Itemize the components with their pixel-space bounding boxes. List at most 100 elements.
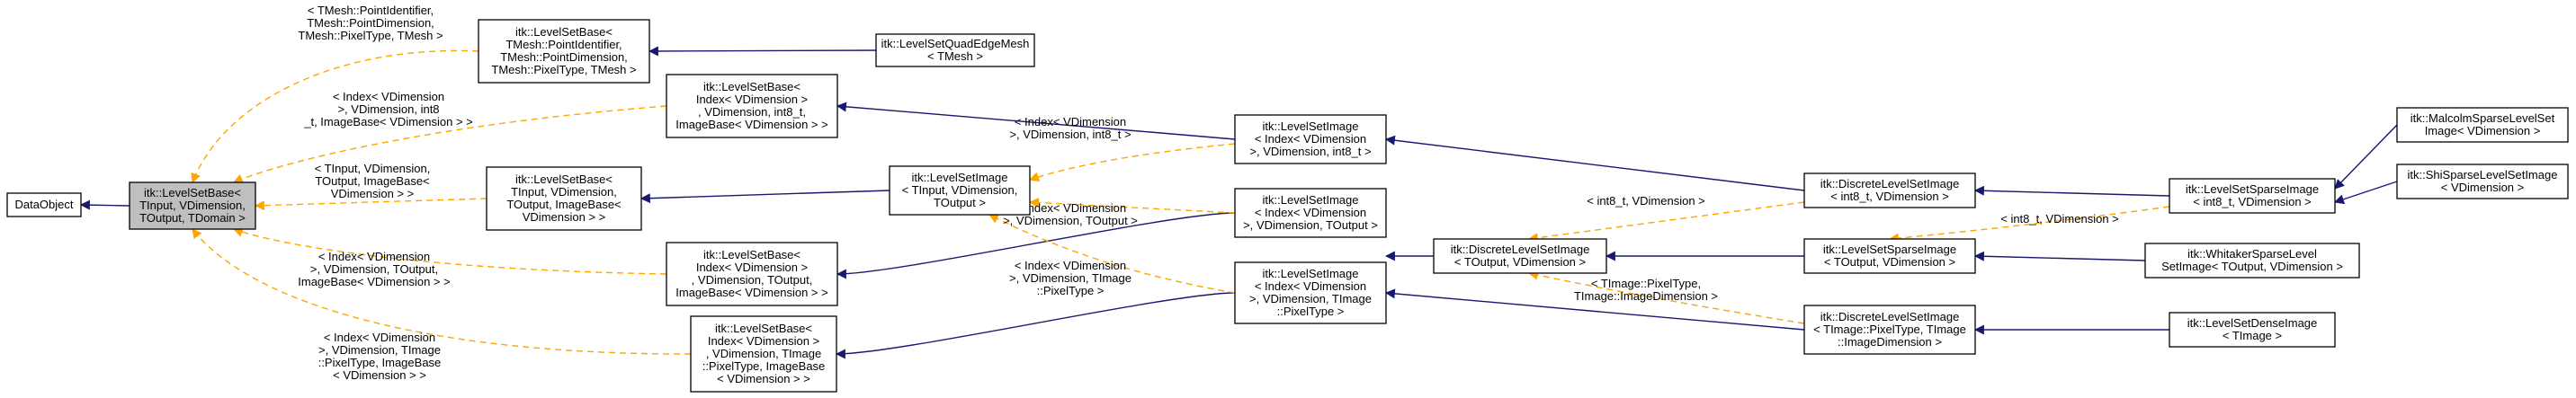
class-node-quadedge[interactable]: itk::LevelSetQuadEdgeMesh< TMesh > [875,33,1035,67]
edge-label-line: < VDimension > > [333,368,426,382]
edge-label-line: < TImage::PixelType, [1591,277,1701,290]
edge-label-lsb_timage: < Index< VDimension>, VDimension, TImage… [318,331,442,382]
class-node-label-line: Image< VDimension > [2425,124,2541,137]
edge-label-line: TMesh::PixelType, TMesh > [298,29,443,42]
class-node-label-line: ::PixelType > [1277,305,1345,318]
class-node-label-line: Index< VDimension > [708,334,819,348]
class-node-label-line: itk::DiscreteLevelSetImage [1820,177,1960,190]
class-node-label-line: DataObject [14,198,73,211]
edge-label-line: TMesh::PointDimension, [307,16,434,30]
class-node-dense[interactable]: itk::LevelSetDenseImage< TImage > [2169,312,2336,348]
class-node-lsb_int8[interactable]: itk::LevelSetBase<Index< VDimension >, V… [666,74,838,138]
edge-label-line: < Index< VDimension [324,331,435,344]
edge-label-line: VDimension > > [331,187,415,200]
edge-levelsetbase-to-dataobject [79,199,130,210]
class-node-box [1803,238,1976,274]
class-node-lsb_mesh[interactable]: itk::LevelSetBase<TMesh::PointIdentifier… [478,19,650,84]
class-node-label-line: ImageBase< VDimension > > [675,286,827,299]
class-node-box [129,181,256,230]
class-node-lsimage_int8[interactable]: itk::LevelSetImage< Index< VDimension>, … [1234,114,1387,164]
class-node-lsimage_timage[interactable]: itk::LevelSetImage< Index< VDimension>, … [1234,261,1387,324]
class-node-label: itk::DiscreteLevelSetImage< int8_t, VDim… [1820,177,1960,203]
class-node-lsimage_toutput[interactable]: itk::LevelSetImage< Index< VDimension>, … [1234,188,1387,238]
class-node-label-line: TMesh::PointIdentifier, [505,38,622,51]
class-node-sparse_int8[interactable]: itk::LevelSetSparseImage< int8_t, VDimen… [2169,178,2336,214]
class-node-label-line: itk::DiscreteLevelSetImage [1820,310,1960,323]
class-node-label: itk::LevelSetImage< TInput, VDimension,T… [902,171,1018,209]
class-node-label-line: Index< VDimension > [696,93,808,106]
class-node-label-line: TOutput, ImageBase< [506,198,621,211]
class-node-label-line: >, VDimension, int8_t > [1249,145,1371,158]
class-node-discrete_timage[interactable]: itk::DiscreteLevelSetImage< TImage::Pixe… [1803,305,1976,355]
class-node-lsimage[interactable]: itk::LevelSetImage< TInput, VDimension,T… [889,165,1031,216]
edge-whitaker-to-sparse [1973,251,2146,261]
class-node-label-line: TInput, VDimension, [511,185,617,199]
class-node-label-line: itk::LevelSetImage [1263,119,1359,133]
class-node-box [2144,243,2360,279]
class-node-discrete_int8[interactable]: itk::DiscreteLevelSetImage< int8_t, VDim… [1803,172,1976,208]
edge-label-line: ::PixelType > [1037,284,1105,297]
class-node-box [486,166,642,231]
class-node-label: itk::LevelSetBase<TInput, VDimension,TOu… [506,172,621,224]
class-node-dataobject[interactable]: DataObject [6,192,82,217]
edge-label-line: >, VDimension, TOutput > [1003,214,1138,227]
class-node-box [2396,164,2569,199]
edges-layer [79,46,2398,359]
class-node-label: itk::LevelSetImage< Index< VDimension>, … [1243,193,1378,232]
edge-discrete_timage-to-lsimage_timage [1384,288,1805,331]
class-node-label-line: itk::WhitakerSparseLevel [2187,247,2317,261]
class-node-label-line: , VDimension, TOutput, [692,273,813,287]
edge-label-line: < TMesh::PointIdentifier, [308,4,434,17]
class-node-box [1234,261,1387,324]
class-node-label-line: < TInput, VDimension, [902,183,1018,197]
class-node-lsb_tinput[interactable]: itk::LevelSetBase<TInput, VDimension,TOu… [486,166,642,231]
class-node-label-line: < Index< VDimension [1255,279,1366,293]
class-node-label-line: TOutput > [934,196,986,209]
class-node-label: itk::DiscreteLevelSetImage< TOutput, VDi… [1451,243,1590,269]
edge-shi-to-sparse_int8 [2333,181,2398,205]
class-node-label-line: < TMesh > [927,49,983,63]
class-node-label-line: itk::LevelSetBase< [715,322,812,335]
edge-lsb_tinput-to-levelsetbase [254,198,487,211]
class-node-label-line: < TImage::PixelType, TImage [1813,323,1966,336]
class-node-lsb_timage[interactable]: itk::LevelSetBase<Index< VDimension >, V… [690,315,837,393]
class-node-label-line: itk::MalcolmSparseLevelSet [2411,111,2555,125]
edge-label-line: < Index< VDimension [1015,201,1126,215]
class-node-label-line: < Index< VDimension [1255,132,1366,146]
edge-label-lsimage_timage: < Index< VDimension>, VDimension, TImage… [1009,259,1131,297]
edge-label-discrete_timage: < TImage::PixelType,TImage::ImageDimensi… [1574,277,1718,303]
class-node-box [6,192,82,217]
class-node-label: itk::LevelSetSparseImage< int8_t, VDimen… [2186,182,2319,208]
edge-discrete_timage-to-discrete [1527,270,1805,324]
edge-label-lsb_tinput: < TInput, VDimension,TOutput, ImageBase<… [315,162,431,200]
class-node-box [1234,188,1387,238]
class-node-label-line: , VDimension, int8_t, [698,105,806,119]
class-node-box [875,33,1035,67]
edge-label-lsimage_toutput: < Index< VDimension>, VDimension, TOutpu… [1003,201,1138,227]
edge-label-line: >, VDimension, TImage [318,343,441,357]
class-node-label: itk::LevelSetImage< Index< VDimension>, … [1249,119,1371,158]
edge-label-line: >, VDimension, int8 [337,102,439,116]
class-node-label-line: TMesh::PointDimension, [500,50,628,64]
class-node-lsb_toutput[interactable]: itk::LevelSetBase<Index< VDimension >, V… [666,242,838,306]
edge-label-discrete_int8: < int8_t, VDimension > [1587,194,1705,208]
class-node-sparse[interactable]: itk::LevelSetSparseImage< TOutput, VDime… [1803,238,1976,274]
class-node-label-line: >, VDimension, TOutput > [1243,218,1378,232]
edge-label-line: >, VDimension, int8_t > [1009,128,1131,141]
class-node-shi[interactable]: itk::ShiSparseLevelSetImage< VDimension … [2396,164,2569,199]
class-node-label-line: itk::LevelSetBase< [703,80,801,93]
class-node-label: itk::DiscreteLevelSetImage< TImage::Pixe… [1813,310,1966,349]
edge-label-line: ::PixelType, ImageBase [318,356,442,369]
edge-label-line: < TInput, VDimension, [315,162,431,175]
edge-label-lsimage_int8: < Index< VDimension>, VDimension, int8_t… [1009,115,1131,141]
edge-label-line: _t, ImageBase< VDimension > > [303,115,473,128]
class-node-discrete[interactable]: itk::DiscreteLevelSetImage< TOutput, VDi… [1433,238,1607,274]
class-node-label: itk::LevelSetBase<TInput, VDimension,TOu… [139,186,246,225]
edge-discrete_int8-to-discrete [1527,201,1805,243]
class-node-label-line: < VDimension > > [717,372,810,385]
